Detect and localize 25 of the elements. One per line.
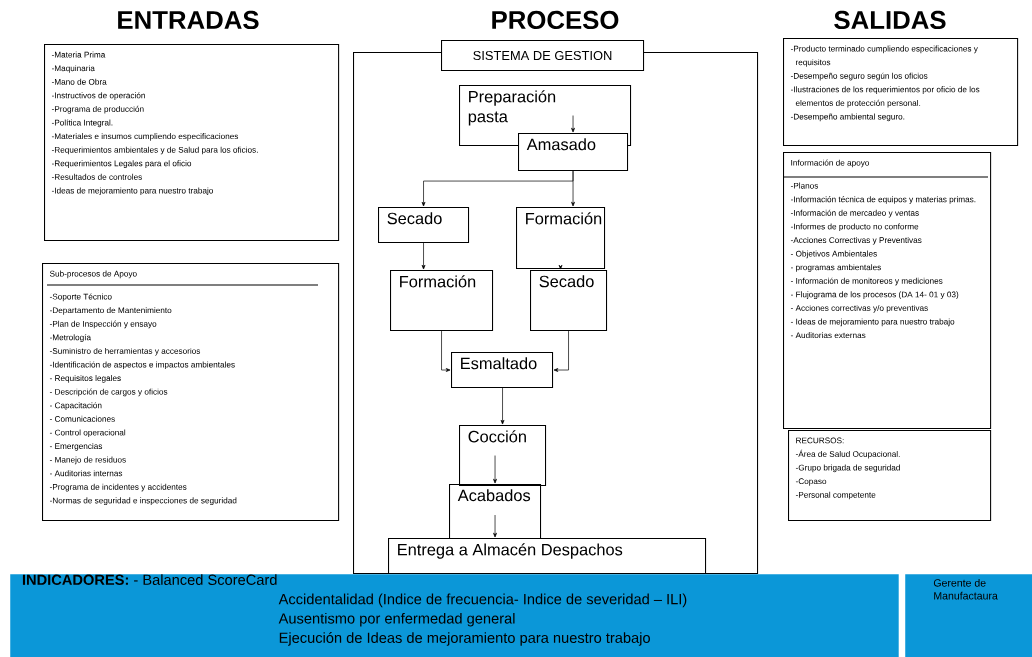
process-box: Secado — [530, 270, 608, 332]
arrow — [571, 170, 575, 207]
manager-band: Gerente de Manufactaura — [905, 574, 1032, 657]
process-box: Amasado — [518, 133, 629, 172]
resources-box: RECURSOS: -Área de Salud Ocupacional. -Grupo brigada de seguridad -Copaso -Personal competente — [788, 430, 992, 522]
arrow — [421, 242, 426, 270]
output-list-box: -Producto terminado cumpliendo especificaciones y requisitos -Desempeño seguro según los oficios -Ilustraciones de los requerimientos por oficio de los elementos de protección personal. -Desempeño ambiental seguro. — [783, 38, 1019, 147]
arrow — [558, 264, 563, 270]
process-box: Entrega a Almacén Despachos — [388, 538, 707, 575]
arrow — [500, 387, 505, 425]
support-info-box: Información de apoyo -Planos -Información técnica de equipos y materias primas. -Información de mercadeo y ventas -Informes de producto no conforme -Acciones Correctivas y Preventivas - Objetivos Ambientales - programas ambientales - Información de monitoreos y mediciones - Flujograma de los procesos (DA 14- 01 y 03) - Acciones correctivas y/o preventivas - Ideas de mejoramiento para nuestro trabajo - Auditorias externas — [782, 152, 992, 430]
arrow — [571, 115, 575, 133]
arrow — [493, 455, 497, 484]
arrow — [441, 330, 451, 372]
arrow — [493, 514, 497, 538]
process-box: Cocción — [459, 425, 547, 487]
input-list-box: -Materia Prima -Maquinaria -Mano de Obra -Instructivos de operación -Programa de producción -Política Integral. -Materiales e insumos cumpliendo especificaciones -Requerimientos ambientales y de Salud para los oficios. -Requerimientos Legales para el oficio -Resultados de controles -Ideas de mejoramiento para nuestro trabajo — [44, 44, 340, 242]
process-box: Formación — [516, 207, 606, 270]
process-box: Formación — [390, 270, 494, 332]
process-box: Secado — [378, 207, 470, 244]
arrow — [553, 330, 569, 372]
column-heading: PROCESO — [492, 10, 619, 30]
process-box: Esmaltado — [451, 352, 554, 389]
support-list-box: Sub-procesos de Apoyo -Soporte Técnico -Departamento de Mantenimiento -Plan de Inspección y ensayo -Metrología -Suministro de herramientas y accesorios -Identificación de aspectos e impactos ambientales - Requisitos legales - Descripción de cargos y oficios - Capacitación - Comunicaciones - Control operacional - Emergencias - Manejo de residuos - Auditorias internas -Programa de incidentes y accidentes -Normas de seguridad e inspecciones de seguridad — [42, 263, 340, 522]
indicators-band: INDICADORES: - Balanced ScoreCard Accidentalidad (Indice de frecuencia- Indice de severidad – ILI) Ausentismo por enfermedad general Ejecución de Ideas de mejoramiento para nuestro trabajo — [10, 574, 899, 657]
